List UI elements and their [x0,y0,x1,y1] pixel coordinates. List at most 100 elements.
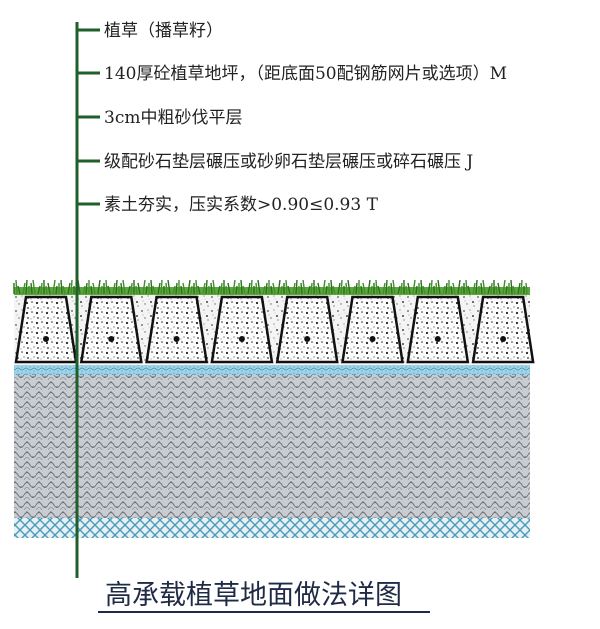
concrete-block [210,295,274,364]
grass-blade [322,279,326,295]
grass-blade [112,282,116,295]
grass-blade [265,282,268,295]
grass-blade [292,282,296,295]
grass-blade [355,282,358,295]
callout-label-soil: 素土夯实，压实系数>0.90≤0.93 T [104,195,379,215]
grass-blade [272,282,276,295]
grass-blade [15,279,18,295]
grass-blade [307,285,311,295]
grass-blade [255,282,258,295]
grass-blade [345,282,348,295]
grass-blade [270,285,273,295]
soil-layer [14,518,530,538]
grass-blade [397,285,401,295]
grass-blade [285,279,288,295]
grass-blade [105,279,108,295]
grass-blade [497,282,501,295]
grass-blade [427,282,431,295]
grass-blade [512,285,516,295]
grass-surface [13,279,530,295]
grass-blade [82,285,86,295]
grass-blade [115,279,118,295]
grass-blade [407,282,411,295]
grass-blade [442,285,446,295]
concrete-block [14,295,78,364]
rebar-dot [500,336,507,342]
grass-blade [172,285,176,295]
callout-list: 植草（播草籽）140厚砼植草地坪，（距底面50配钢筋网片或选项）M3cm中粗砂伐… [77,21,507,215]
grass-blade [195,279,198,295]
grass-blade [180,285,183,295]
grass-blade [310,282,313,295]
grass-blade [262,285,266,295]
grass-blade [505,285,508,295]
grass-blade [340,279,343,295]
grass-blade [37,285,41,295]
concrete-block [275,295,339,364]
grass-blade [277,279,281,295]
grass-blade [370,285,373,295]
grass-blade [422,285,426,295]
grass-blade [495,285,498,295]
grass-blade [450,285,453,295]
grass-blade [502,279,506,295]
concrete-block [406,295,470,364]
grass-blade [70,279,73,295]
grass-blade [227,282,231,295]
grass-blade [482,279,486,295]
concrete-block [471,295,535,364]
grass-blade [385,279,388,295]
grass-blade [445,282,448,295]
grass-blade [97,279,101,295]
grass-blade [32,279,36,295]
grass-blade [160,279,163,295]
gravel-layer [14,372,530,520]
grass-blade [465,279,468,295]
grass-blade [25,279,28,295]
grass-blade [300,282,303,295]
grass-blade [152,285,156,295]
grass-blade [390,282,393,295]
grass-blade [202,282,206,295]
grass-blade [47,282,51,295]
grass-blade [90,285,93,295]
callout-label-gravel: 级配砂石垫层碾压或砂卵石垫层碾压或碎石碾压 J [104,152,473,172]
grass-blade [220,282,223,295]
sand-layer [14,363,530,375]
grass-blade [362,282,366,295]
grass-blade [525,282,528,295]
concrete-block [341,295,404,364]
grass-blade [375,279,378,295]
grass-blade [17,285,21,295]
grass-blade [30,282,33,295]
grass-blade [212,279,216,295]
grass-blade [280,285,283,295]
diagram-title: 高承载植草地面做法详图 [105,580,402,611]
concrete-grass-blocks [14,295,535,364]
rebar-dot [369,336,376,342]
grass-blade [257,279,261,295]
grass-blade [145,285,148,295]
grass-blade [240,279,243,295]
grass-blade [225,285,228,295]
grass-blade [150,279,153,295]
grass-blade [175,282,178,295]
grass-blade [167,279,171,295]
grass-blade [190,285,193,295]
grass-blade [352,285,356,295]
grass-blade [135,285,138,295]
grass-blade [412,279,416,295]
grass-blade [235,285,238,295]
grass-blade [347,279,351,295]
grass-blade [330,279,333,295]
grass-blade [127,285,131,295]
grass-blade [187,279,191,295]
callout-label-grass: 植草（播草籽） [104,21,223,41]
grass-blade [420,279,423,295]
grass-blade [520,279,523,295]
grass-blade [40,282,43,295]
grass-blade [217,285,221,295]
grass-blade [142,279,146,295]
grass-blade [325,285,328,295]
